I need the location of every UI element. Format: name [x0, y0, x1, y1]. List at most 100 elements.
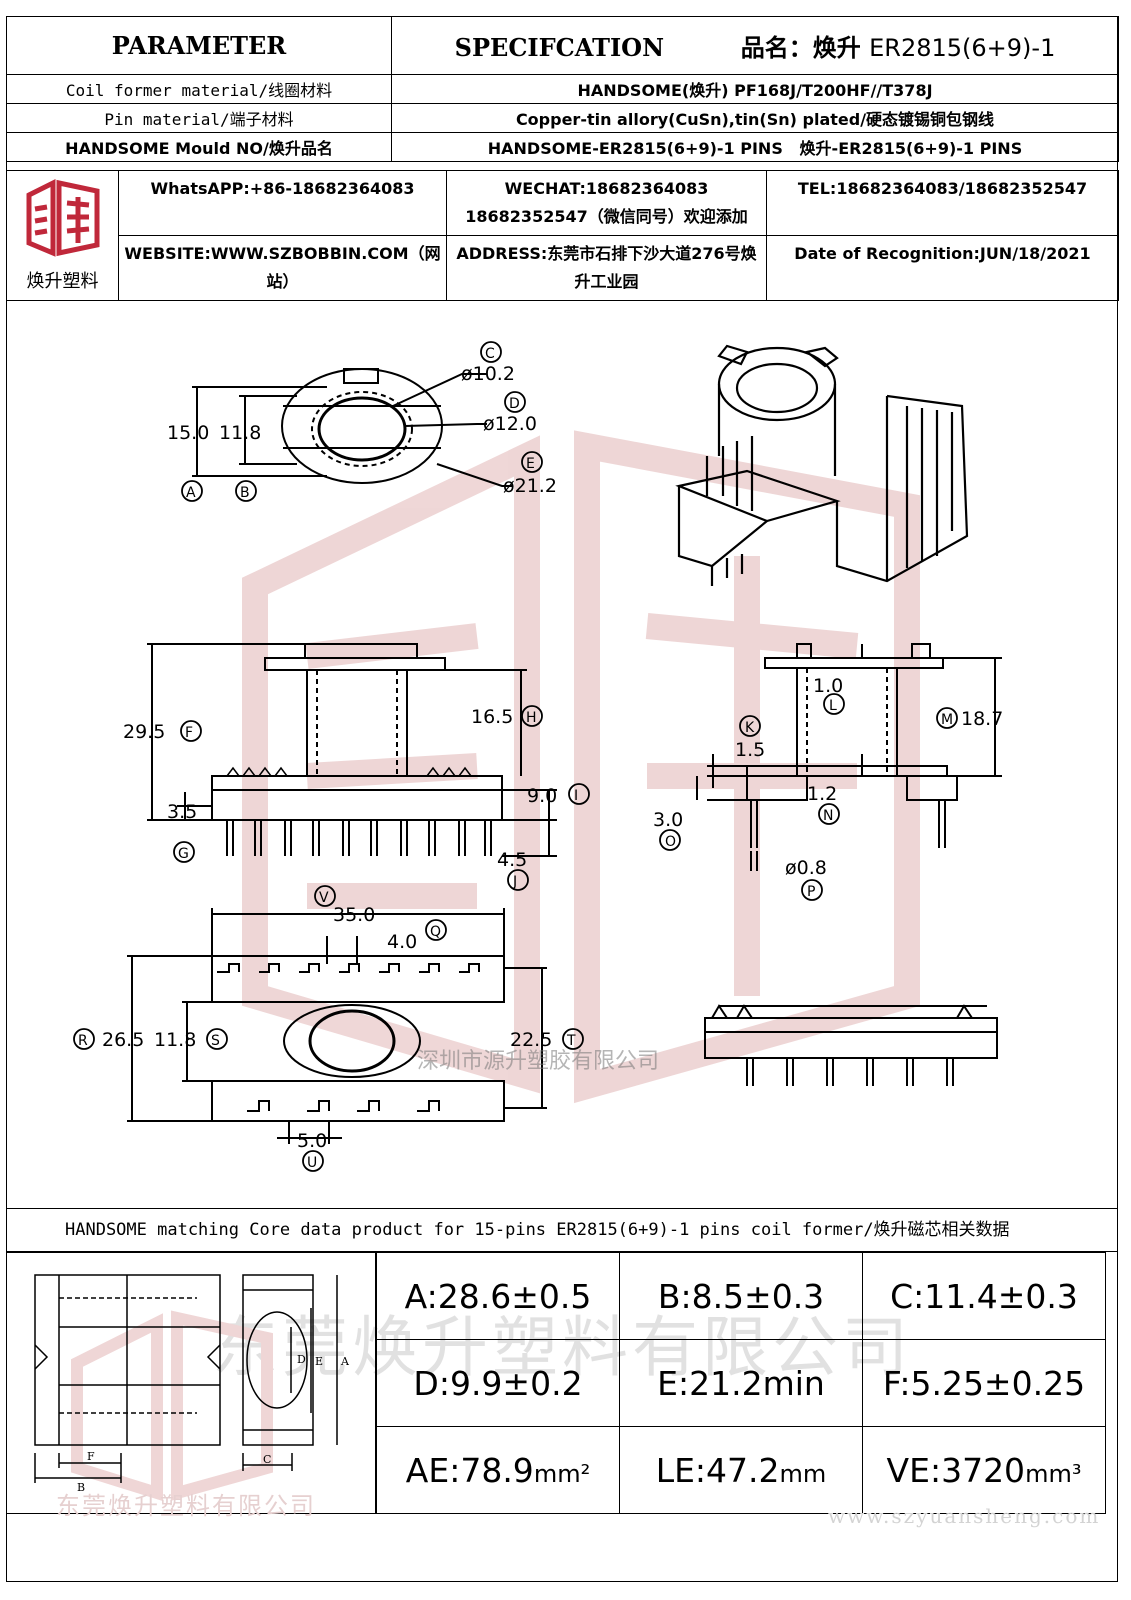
mould-no-label: HANDSOME Mould NO/焕升品名 — [6, 132, 392, 162]
dim-l-value: 1.0 — [813, 675, 843, 697]
dim-r-letter: R — [78, 1033, 88, 1049]
dim-f-letter: F — [185, 725, 193, 741]
dim-b-value: 11.8 — [219, 422, 261, 444]
dim-e-letter: E — [526, 456, 535, 472]
specification-label: SPECIFCATION — [454, 33, 665, 62]
core-le-value: LE:47.2 — [655, 1450, 780, 1490]
dim-h-letter: H — [526, 710, 537, 726]
telephone: TEL:18682364083/18682352547 — [766, 170, 1119, 236]
dim-m-letter: M — [941, 712, 953, 728]
watermark-corner: 东莞焕升塑料有限公司 — [56, 1492, 316, 1520]
technical-drawing: 15.0 11.8 A B C D E ø10.2 ø12.0 ø21.2 29… — [7, 296, 1117, 1386]
dim-g-value: 3.5 — [167, 801, 197, 823]
core-label-d: D — [297, 1353, 306, 1366]
dim-i-value: 9.0 — [527, 785, 557, 807]
dim-s-value: 11.8 — [154, 1029, 196, 1051]
product-model: ER2815(6+9)-1 — [869, 34, 1056, 62]
coil-material-label: Coil former material/线圈材料 — [6, 74, 392, 104]
pin-material-value: Copper-tin allory(CuSn),tin(Sn) plated/硬… — [391, 103, 1119, 133]
address: ADDRESS:东莞市石排下沙大道276号焕升工业园 — [446, 235, 767, 301]
core-ae-unit: mm² — [533, 1459, 591, 1488]
dim-p-letter: P — [807, 884, 815, 900]
coil-material-value: HANDSOME(焕升) PF168J/T200HF//T378J — [391, 74, 1119, 104]
dim-u-value: 5.0 — [297, 1130, 327, 1152]
core-ae: AE:78.9mm² — [376, 1426, 620, 1514]
core-le: LE:47.2mm — [619, 1426, 863, 1514]
dim-r-value: 26.5 — [102, 1029, 144, 1051]
pin-side-view — [704, 1004, 998, 1086]
dim-g-letter: G — [178, 846, 189, 862]
core-le-unit: mm — [779, 1459, 827, 1488]
website: WEBSITE:WWW.SZBOBBIN.COM（网站） — [118, 235, 447, 301]
core-figure: D E A F B C — [6, 1252, 376, 1514]
core-c: C:11.4±0.3 — [862, 1252, 1106, 1340]
dim-o-value: 3.0 — [653, 809, 683, 831]
core-data-table: A:28.6±0.5 B:8.5±0.3 C:11.4±0.3 D:9.9±0.… — [376, 1252, 1106, 1514]
handsome-logo-icon — [26, 178, 99, 257]
core-label-c: C — [263, 1453, 271, 1466]
dim-c-letter: C — [485, 346, 495, 362]
core-ve-value: VE:3720 — [886, 1450, 1026, 1490]
core-label-a: A — [340, 1355, 350, 1368]
dim-n-value: 1.2 — [807, 783, 837, 805]
core-b: B:8.5±0.3 — [619, 1252, 863, 1340]
core-label-f: F — [87, 1450, 95, 1463]
drawing-svg: 15.0 11.8 A B C D E ø10.2 ø12.0 ø21.2 29… — [73, 341, 1003, 1172]
core-d: D:9.9±0.2 — [376, 1339, 620, 1427]
parameter-heading: PARAMETER — [6, 16, 392, 75]
dim-c-value: ø10.2 — [461, 363, 515, 385]
dim-b-letter: B — [240, 485, 250, 501]
dim-j-value: 4.5 — [497, 849, 527, 871]
bottom-view — [127, 908, 547, 1144]
dim-a-letter: A — [186, 485, 196, 501]
core-ae-value: AE:78.9 — [405, 1450, 534, 1490]
core-ve-unit: mm³ — [1025, 1459, 1082, 1488]
product-label: 品名：焕升 — [740, 33, 861, 62]
core-data-title: HANDSOME matching Core data product for … — [6, 1208, 1118, 1252]
core-e: E:21.2min — [619, 1339, 863, 1427]
logo-name: 焕升塑料 — [26, 271, 99, 292]
dim-m-value: 18.7 — [961, 708, 1003, 730]
dim-t-value: 22.5 — [510, 1029, 552, 1051]
watermark-small: 深圳市源升塑胶有限公司 — [417, 1049, 660, 1074]
core-a: A:28.6±0.5 — [376, 1252, 620, 1340]
specification-heading: SPECIFCATION 品名：焕升 ER2815(6+9)-1 — [391, 16, 1119, 75]
core-f: F:5.25±0.25 — [862, 1339, 1106, 1427]
dim-l-letter: L — [829, 698, 837, 714]
dim-a-value: 15.0 — [167, 422, 209, 444]
logo-cell: 焕升塑料 — [6, 170, 119, 301]
watermark-site: www.szyuansheng.com — [828, 1504, 1101, 1528]
wechat: WECHAT:18682364083 18682352547（微信同号）欢迎添加 — [446, 170, 767, 236]
dim-v-value: 35.0 — [333, 904, 375, 926]
dim-i-letter: I — [574, 788, 578, 804]
dim-d-letter: D — [509, 396, 520, 412]
isometric-view — [675, 344, 969, 586]
whatsapp: WhatsAPP:+86-18682364083 — [118, 170, 447, 236]
core-drawing-svg: D E A F B C — [34, 1274, 350, 1502]
core-label-e: E — [315, 1355, 323, 1368]
mould-no-value: HANDSOME-ER2815(6+9)-1 PINS 焕升-ER2815(6+… — [391, 132, 1119, 162]
recognition-date: Date of Recognition:JUN/18/2021 — [766, 235, 1119, 301]
dim-f-value: 29.5 — [123, 721, 165, 743]
dim-p-value: ø0.8 — [785, 857, 827, 879]
contact-table: 焕升塑料 WhatsAPP:+86-18682364083 WECHAT:186… — [6, 170, 1119, 301]
dim-h-value: 16.5 — [471, 706, 513, 728]
dim-s-letter: S — [211, 1033, 220, 1049]
dim-k-letter: K — [745, 720, 755, 736]
dim-u-letter: U — [307, 1155, 317, 1171]
dim-d-value: ø12.0 — [483, 413, 537, 435]
pin-material-label: Pin material/端子材料 — [6, 103, 392, 133]
core-label-b: B — [77, 1481, 85, 1494]
dim-j-letter: J — [512, 874, 517, 890]
dim-q-value: 4.0 — [387, 931, 417, 953]
dim-k-value: 1.5 — [735, 739, 765, 761]
dim-q-letter: Q — [430, 924, 441, 940]
front-view — [147, 643, 557, 857]
dim-n-letter: N — [823, 808, 833, 824]
core-ve: VE:3720mm³ — [862, 1426, 1106, 1514]
dim-o-letter: O — [665, 834, 676, 850]
dim-t-letter: T — [566, 1033, 576, 1049]
dim-v-letter: V — [319, 890, 329, 906]
top-view — [192, 368, 512, 487]
header-table: PARAMETER SPECIFCATION 品名：焕升 ER2815(6+9)… — [6, 16, 1119, 162]
